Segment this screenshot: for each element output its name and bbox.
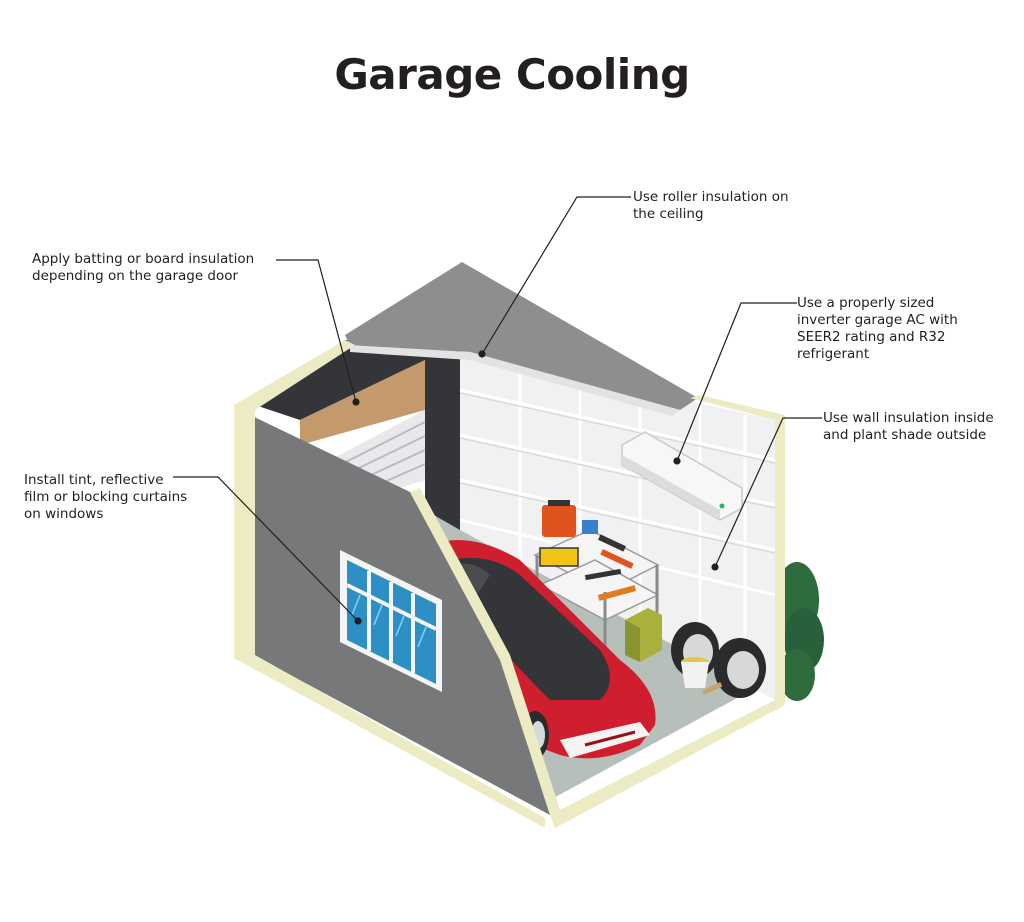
- callout-wall-line-2: and plant shade outside: [823, 427, 987, 443]
- inner-dark-wall: [255, 340, 460, 530]
- callout-ac-unit: Use a properly sized inverter garage AC …: [797, 295, 958, 363]
- fuel-can-icon: [625, 608, 662, 662]
- callout-windows: Install tint, reflective film or blockin…: [24, 472, 187, 523]
- leader-lines: [173, 196, 822, 622]
- callout-ceiling-line-2: the ceiling: [633, 206, 704, 222]
- callout-garage-door: Apply batting or board insulation depend…: [32, 251, 254, 285]
- paint-bucket-icon: [681, 657, 723, 695]
- tool-shelf: [533, 500, 660, 655]
- callout-garage-door-line-2: depending on the garage door: [32, 268, 239, 284]
- callout-windows-line-2: film or blocking curtains: [24, 489, 188, 505]
- callout-wall-line-1: Use wall insulation inside: [823, 410, 994, 426]
- plant-shade-icon: [775, 562, 824, 701]
- wall-trim: [234, 340, 545, 828]
- callout-windows-line-3: on windows: [24, 506, 104, 522]
- callout-ac-unit-line-1: Use a properly sized: [797, 295, 935, 311]
- back-wall: [460, 350, 775, 700]
- callout-windows-line-1: Install tint, reflective: [24, 472, 164, 488]
- callout-ac-unit-line-3: SEER2 rating and R32: [797, 329, 946, 345]
- callout-ac-unit-line-4: refrigerant: [797, 346, 870, 362]
- callout-ac-unit-line-2: inverter garage AC with: [797, 312, 958, 328]
- diagram-title: Garage Cooling: [334, 50, 690, 99]
- window-icon: [340, 550, 442, 692]
- garage-door-insulation: [300, 360, 425, 445]
- ceiling-roof: [345, 262, 698, 410]
- callout-ceiling: Use roller insulation on the ceiling: [633, 189, 789, 223]
- callout-wall: Use wall insulation inside and plant sha…: [823, 410, 994, 444]
- callout-garage-door-line-1: Apply batting or board insulation: [32, 251, 255, 267]
- callout-ceiling-line-1: Use roller insulation on: [633, 189, 789, 205]
